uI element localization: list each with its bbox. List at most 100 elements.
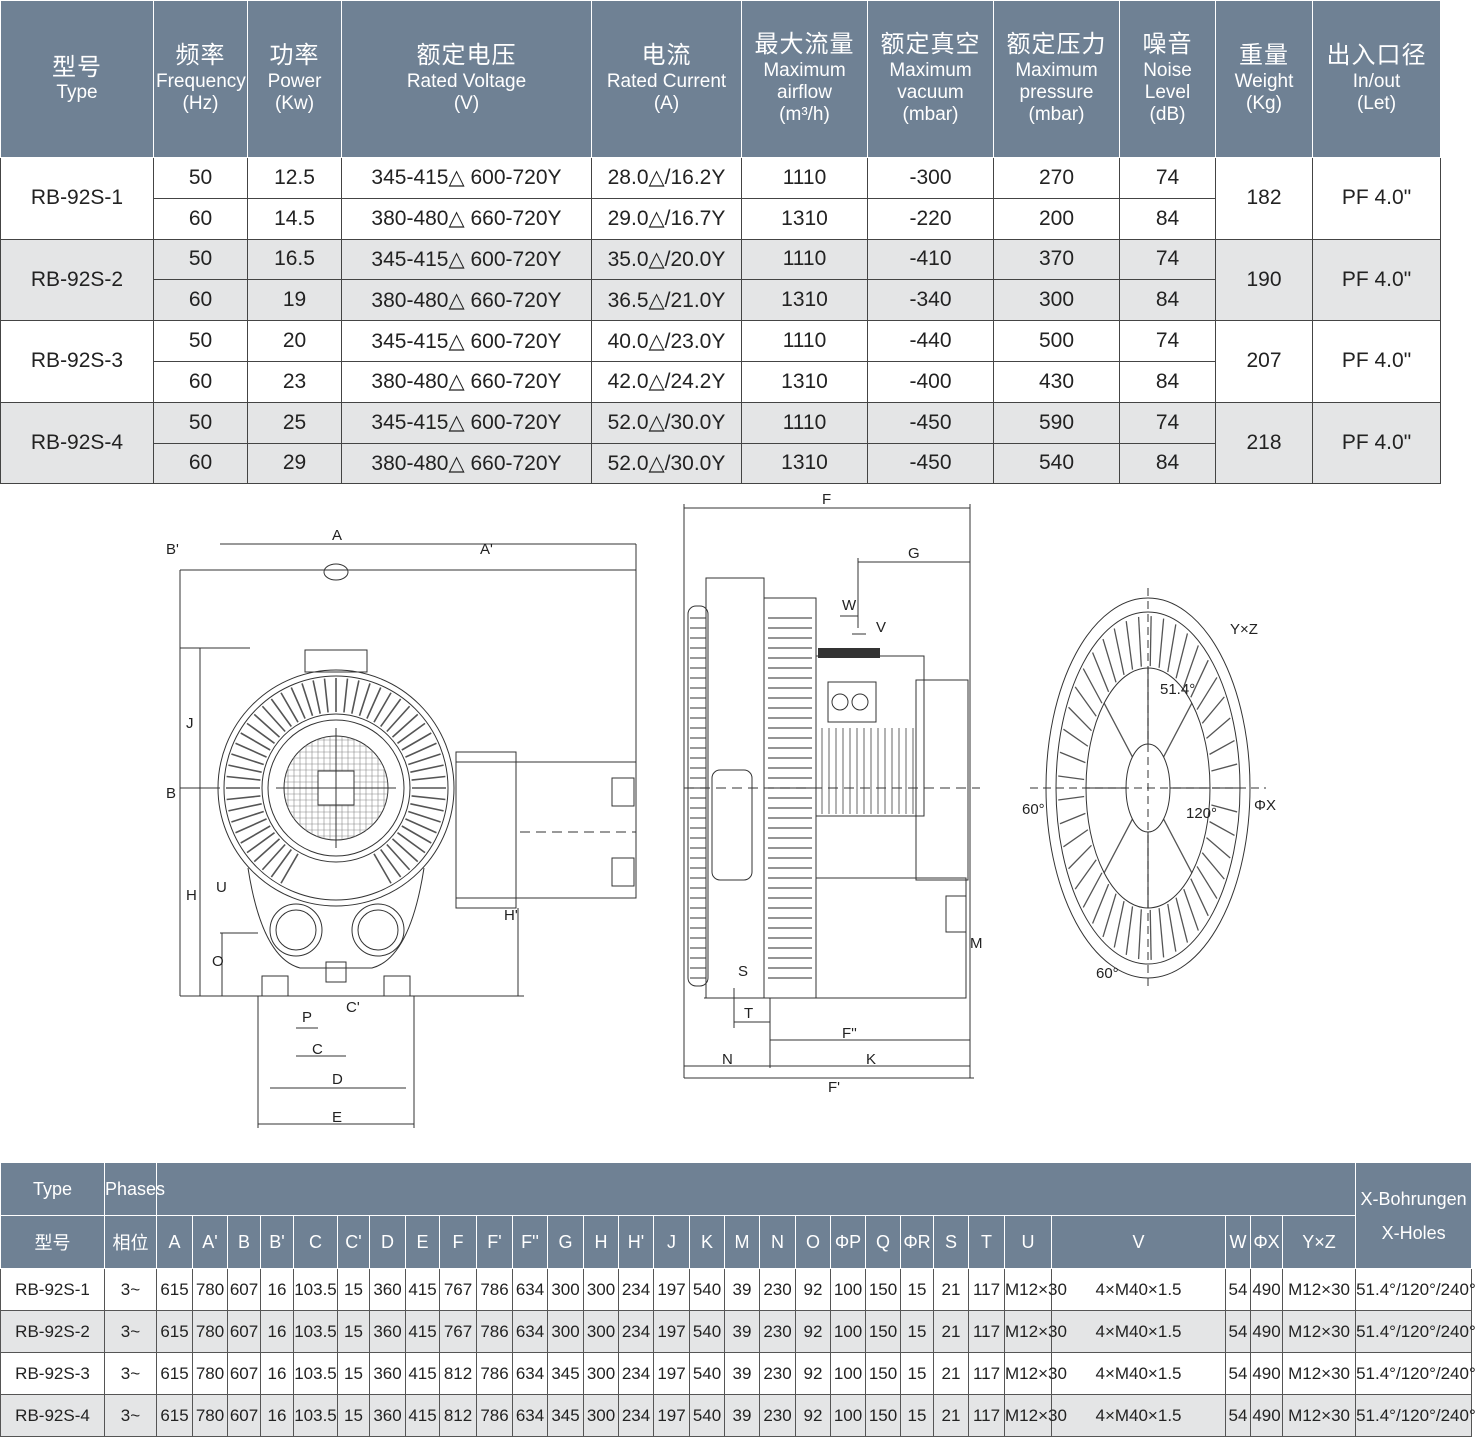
- dims-cell: 812: [439, 1352, 477, 1395]
- dims-cell: 51.4°/120°/240°: [1355, 1310, 1476, 1353]
- dims-cell: 490: [1250, 1268, 1283, 1311]
- dims-cell: 234: [618, 1268, 654, 1311]
- spec-cell: 74: [1119, 157, 1216, 199]
- spec-cell: 1310: [741, 197, 868, 240]
- spec-header-zh: 频率: [175, 42, 226, 70]
- flange-view-drawing: Y×Z 51.4° 60° 120° ΦX 60°: [1022, 588, 1276, 988]
- dims-cell: 415: [405, 1310, 440, 1353]
- dims-cell: 300: [583, 1268, 619, 1311]
- svg-text:51.4°: 51.4°: [1160, 681, 1195, 698]
- svg-text:C: C: [312, 1041, 323, 1058]
- dims-cell: 780: [192, 1310, 228, 1353]
- dims-cell: 767: [439, 1310, 477, 1353]
- dims-cell: 634: [512, 1310, 548, 1353]
- spec-cell: 50: [153, 401, 248, 444]
- dims-cell: 415: [405, 1394, 440, 1437]
- dims-cell: 39: [724, 1268, 760, 1311]
- spec-cell: 1310: [741, 360, 868, 403]
- spec-cell: 380-480△ 660-720Y: [341, 279, 592, 322]
- weight-cell: 190: [1215, 238, 1313, 322]
- svg-text:K: K: [866, 1051, 876, 1068]
- svg-text:E: E: [332, 1109, 342, 1126]
- dims-column-header: F: [439, 1215, 477, 1269]
- spec-cell: 74: [1119, 238, 1216, 281]
- dims-column-header: D: [369, 1215, 406, 1269]
- spec-cell: 35.0△/20.0Y: [591, 238, 742, 281]
- dims-column-header: C': [337, 1215, 370, 1269]
- spec-header-en: In/out: [1352, 70, 1401, 92]
- model-type-cell: RB-92S-4: [0, 401, 154, 485]
- spec-header-en: Noise Level: [1143, 59, 1192, 103]
- dims-cell: 607: [227, 1394, 261, 1437]
- dims-cell: 103.5: [293, 1268, 338, 1311]
- dims-cell: RB-92S-3: [0, 1352, 105, 1395]
- dims-column-header: F': [476, 1215, 513, 1269]
- spec-header-en: (dB): [1149, 104, 1186, 126]
- dims-cell: 100: [830, 1394, 866, 1437]
- dims-column-header: M: [724, 1215, 760, 1269]
- spec-cell: 74: [1119, 401, 1216, 444]
- svg-text:D: D: [332, 1071, 343, 1088]
- dims-cell: 92: [795, 1352, 831, 1395]
- x-holes-label: X-Bohrungen: [1360, 1188, 1467, 1209]
- svg-text:B: B: [166, 785, 176, 802]
- dims-cell: 150: [865, 1268, 901, 1311]
- svg-text:60°: 60°: [1022, 801, 1045, 818]
- spec-cell: 60: [153, 442, 248, 485]
- weight-cell: 218: [1215, 401, 1313, 485]
- dims-cell: 4×M40×1.5: [1051, 1394, 1226, 1437]
- dims-cell: 540: [689, 1352, 725, 1395]
- dims-cell: 150: [865, 1310, 901, 1353]
- dims-cell: 540: [689, 1310, 725, 1353]
- dims-cell: 634: [512, 1268, 548, 1311]
- svg-text:F'': F'': [842, 1025, 857, 1042]
- dims-cell: 780: [192, 1352, 228, 1395]
- spec-header-en: (Let): [1356, 93, 1397, 115]
- dims-cell: 786: [476, 1268, 513, 1311]
- dims-phases-header: Phases: [104, 1162, 165, 1216]
- spec-header-zh: 重量: [1239, 42, 1289, 70]
- dims-cell: 607: [227, 1268, 261, 1311]
- side-view-drawing: F G W V S T F'' N K F' M: [683, 491, 983, 1096]
- dims-cell: 117: [968, 1310, 1005, 1353]
- dims-cell: 39: [724, 1394, 760, 1437]
- svg-text:ΦX: ΦX: [1254, 797, 1276, 814]
- dims-cell: 51.4°/120°/240°: [1355, 1352, 1476, 1395]
- dims-column-header: V: [1051, 1215, 1226, 1269]
- dims-cell: 15: [337, 1352, 370, 1395]
- spec-header-en: (Kw): [274, 93, 315, 115]
- dims-cell: 234: [618, 1352, 654, 1395]
- dims-cell: 150: [865, 1352, 901, 1395]
- dims-cell: 767: [439, 1268, 477, 1311]
- dims-cell: 786: [476, 1394, 513, 1437]
- dims-cell: 92: [795, 1268, 831, 1311]
- dims-cell: 15: [337, 1310, 370, 1353]
- dims-cell: 54: [1225, 1268, 1251, 1311]
- svg-text:O: O: [212, 953, 224, 970]
- dims-column-header: S: [933, 1215, 969, 1269]
- dims-cell: RB-92S-1: [0, 1268, 105, 1311]
- dims-cell: RB-92S-2: [0, 1310, 105, 1353]
- spec-cell: 60: [153, 279, 248, 322]
- dims-cell: 15: [337, 1394, 370, 1437]
- dims-cell: 150: [865, 1394, 901, 1437]
- spec-header-en: (Kg): [1246, 93, 1282, 115]
- dims-column-header: W: [1225, 1215, 1251, 1269]
- spec-cell: 380-480△ 660-720Y: [341, 360, 592, 403]
- dims-cell: 490: [1250, 1352, 1283, 1395]
- dims-cell: 100: [830, 1268, 866, 1311]
- spec-header-zh: 最大流量: [754, 31, 855, 59]
- spec-cell: 28.0△/16.2Y: [591, 157, 742, 199]
- svg-text:G: G: [908, 545, 920, 562]
- spec-cell: 345-415△ 600-720Y: [341, 320, 592, 362]
- spec-header-zh: 噪音: [1142, 31, 1193, 59]
- spec-cell: 25: [247, 401, 342, 444]
- dims-cell: 39: [724, 1310, 760, 1353]
- dims-cell: 230: [759, 1268, 796, 1311]
